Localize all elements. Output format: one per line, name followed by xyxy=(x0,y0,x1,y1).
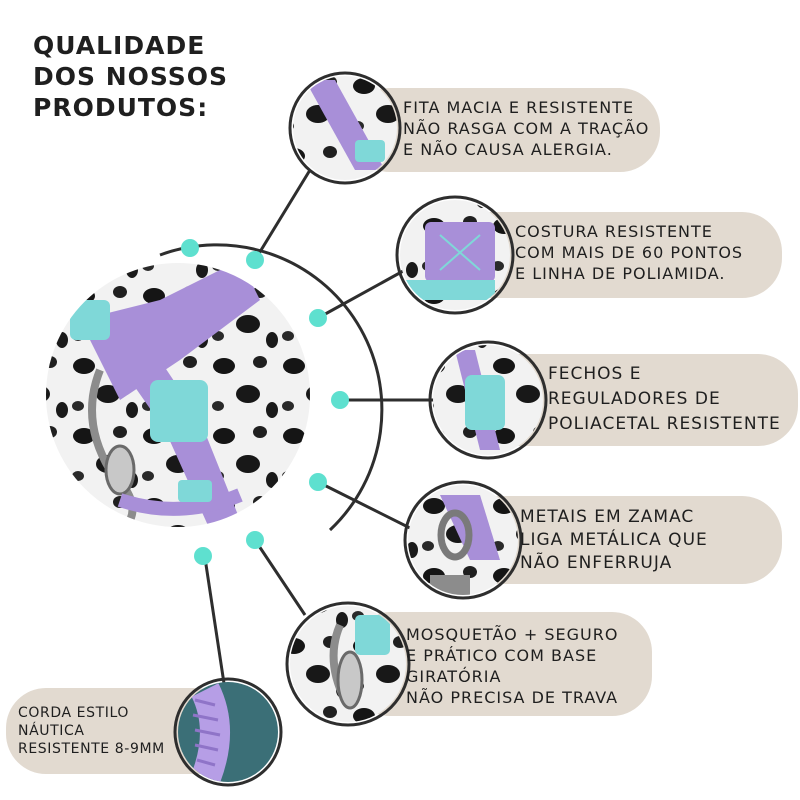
feature-text-strap: FITA MACIA E RESISTENTE NÃO RASGA COM A … xyxy=(403,97,649,160)
feature-line: NÃO RASGA COM A TRAÇÃO xyxy=(403,119,650,138)
feature-line: NÃO ENFERRUJA xyxy=(520,553,673,573)
feature-line: CORDA ESTILO xyxy=(18,705,130,721)
feature-line: FITA MACIA E RESISTENTE xyxy=(403,98,635,117)
feature-line: LIGA METÁLICA QUE xyxy=(520,530,708,550)
feature-line: NÃO PRECISA DE TRAVA xyxy=(406,688,619,707)
feature-line: FECHOS E xyxy=(548,364,642,384)
feature-text-rope: CORDA ESTILO NÁUTICA RESISTENTE 8-9MM xyxy=(18,704,165,758)
feature-line: E PRÁTICO COM BASE xyxy=(406,646,598,665)
page-title: QUALIDADE DOS NOSSOS PRODUTOS: xyxy=(33,30,228,123)
rope-closeup xyxy=(173,677,283,787)
strap-closeup xyxy=(288,71,402,185)
title-line: DOS NOSSOS xyxy=(33,62,229,91)
title-line: QUALIDADE xyxy=(33,31,206,60)
feature-line: REGULADORES DE xyxy=(548,389,721,409)
stitching-closeup xyxy=(395,195,515,315)
buckle-closeup xyxy=(428,340,548,460)
connector-dots xyxy=(181,239,349,565)
feature-line: E LINHA DE POLIAMIDA. xyxy=(515,264,726,283)
feature-line: METAIS EM ZAMAC xyxy=(520,507,695,527)
feature-line: NÁUTICA xyxy=(18,723,85,739)
feature-line: COSTURA RESISTENTE xyxy=(515,222,713,241)
feature-pill-strap xyxy=(350,88,660,172)
feature-line: GIRATÓRIA xyxy=(406,667,502,686)
title-line: PRODUTOS: xyxy=(33,93,209,122)
feature-line: RESISTENTE 8-9MM xyxy=(18,741,165,757)
feature-line: MOSQUETÃO + SEGURO xyxy=(406,625,619,644)
carabiner-closeup xyxy=(285,601,411,727)
feature-text-metal: METAIS EM ZAMAC LIGA METÁLICA QUE NÃO EN… xyxy=(520,506,708,575)
feature-text-stitching: COSTURA RESISTENTE COM MAIS DE 60 PONTOS… xyxy=(515,221,743,284)
feature-line: COM MAIS DE 60 PONTOS xyxy=(515,243,744,262)
feature-line: E NÃO CAUSA ALERGIA. xyxy=(403,140,613,159)
metal-ring-closeup xyxy=(403,480,523,600)
feature-text-carabiner: MOSQUETÃO + SEGURO E PRÁTICO COM BASE GI… xyxy=(406,624,618,708)
feature-text-buckle: FECHOS E REGULADORES DE POLIACETAL RESIS… xyxy=(548,362,781,437)
feature-line: POLIACETAL RESISTENTE xyxy=(548,414,781,434)
main-product-photo xyxy=(45,262,311,528)
connector-lines xyxy=(159,169,440,691)
